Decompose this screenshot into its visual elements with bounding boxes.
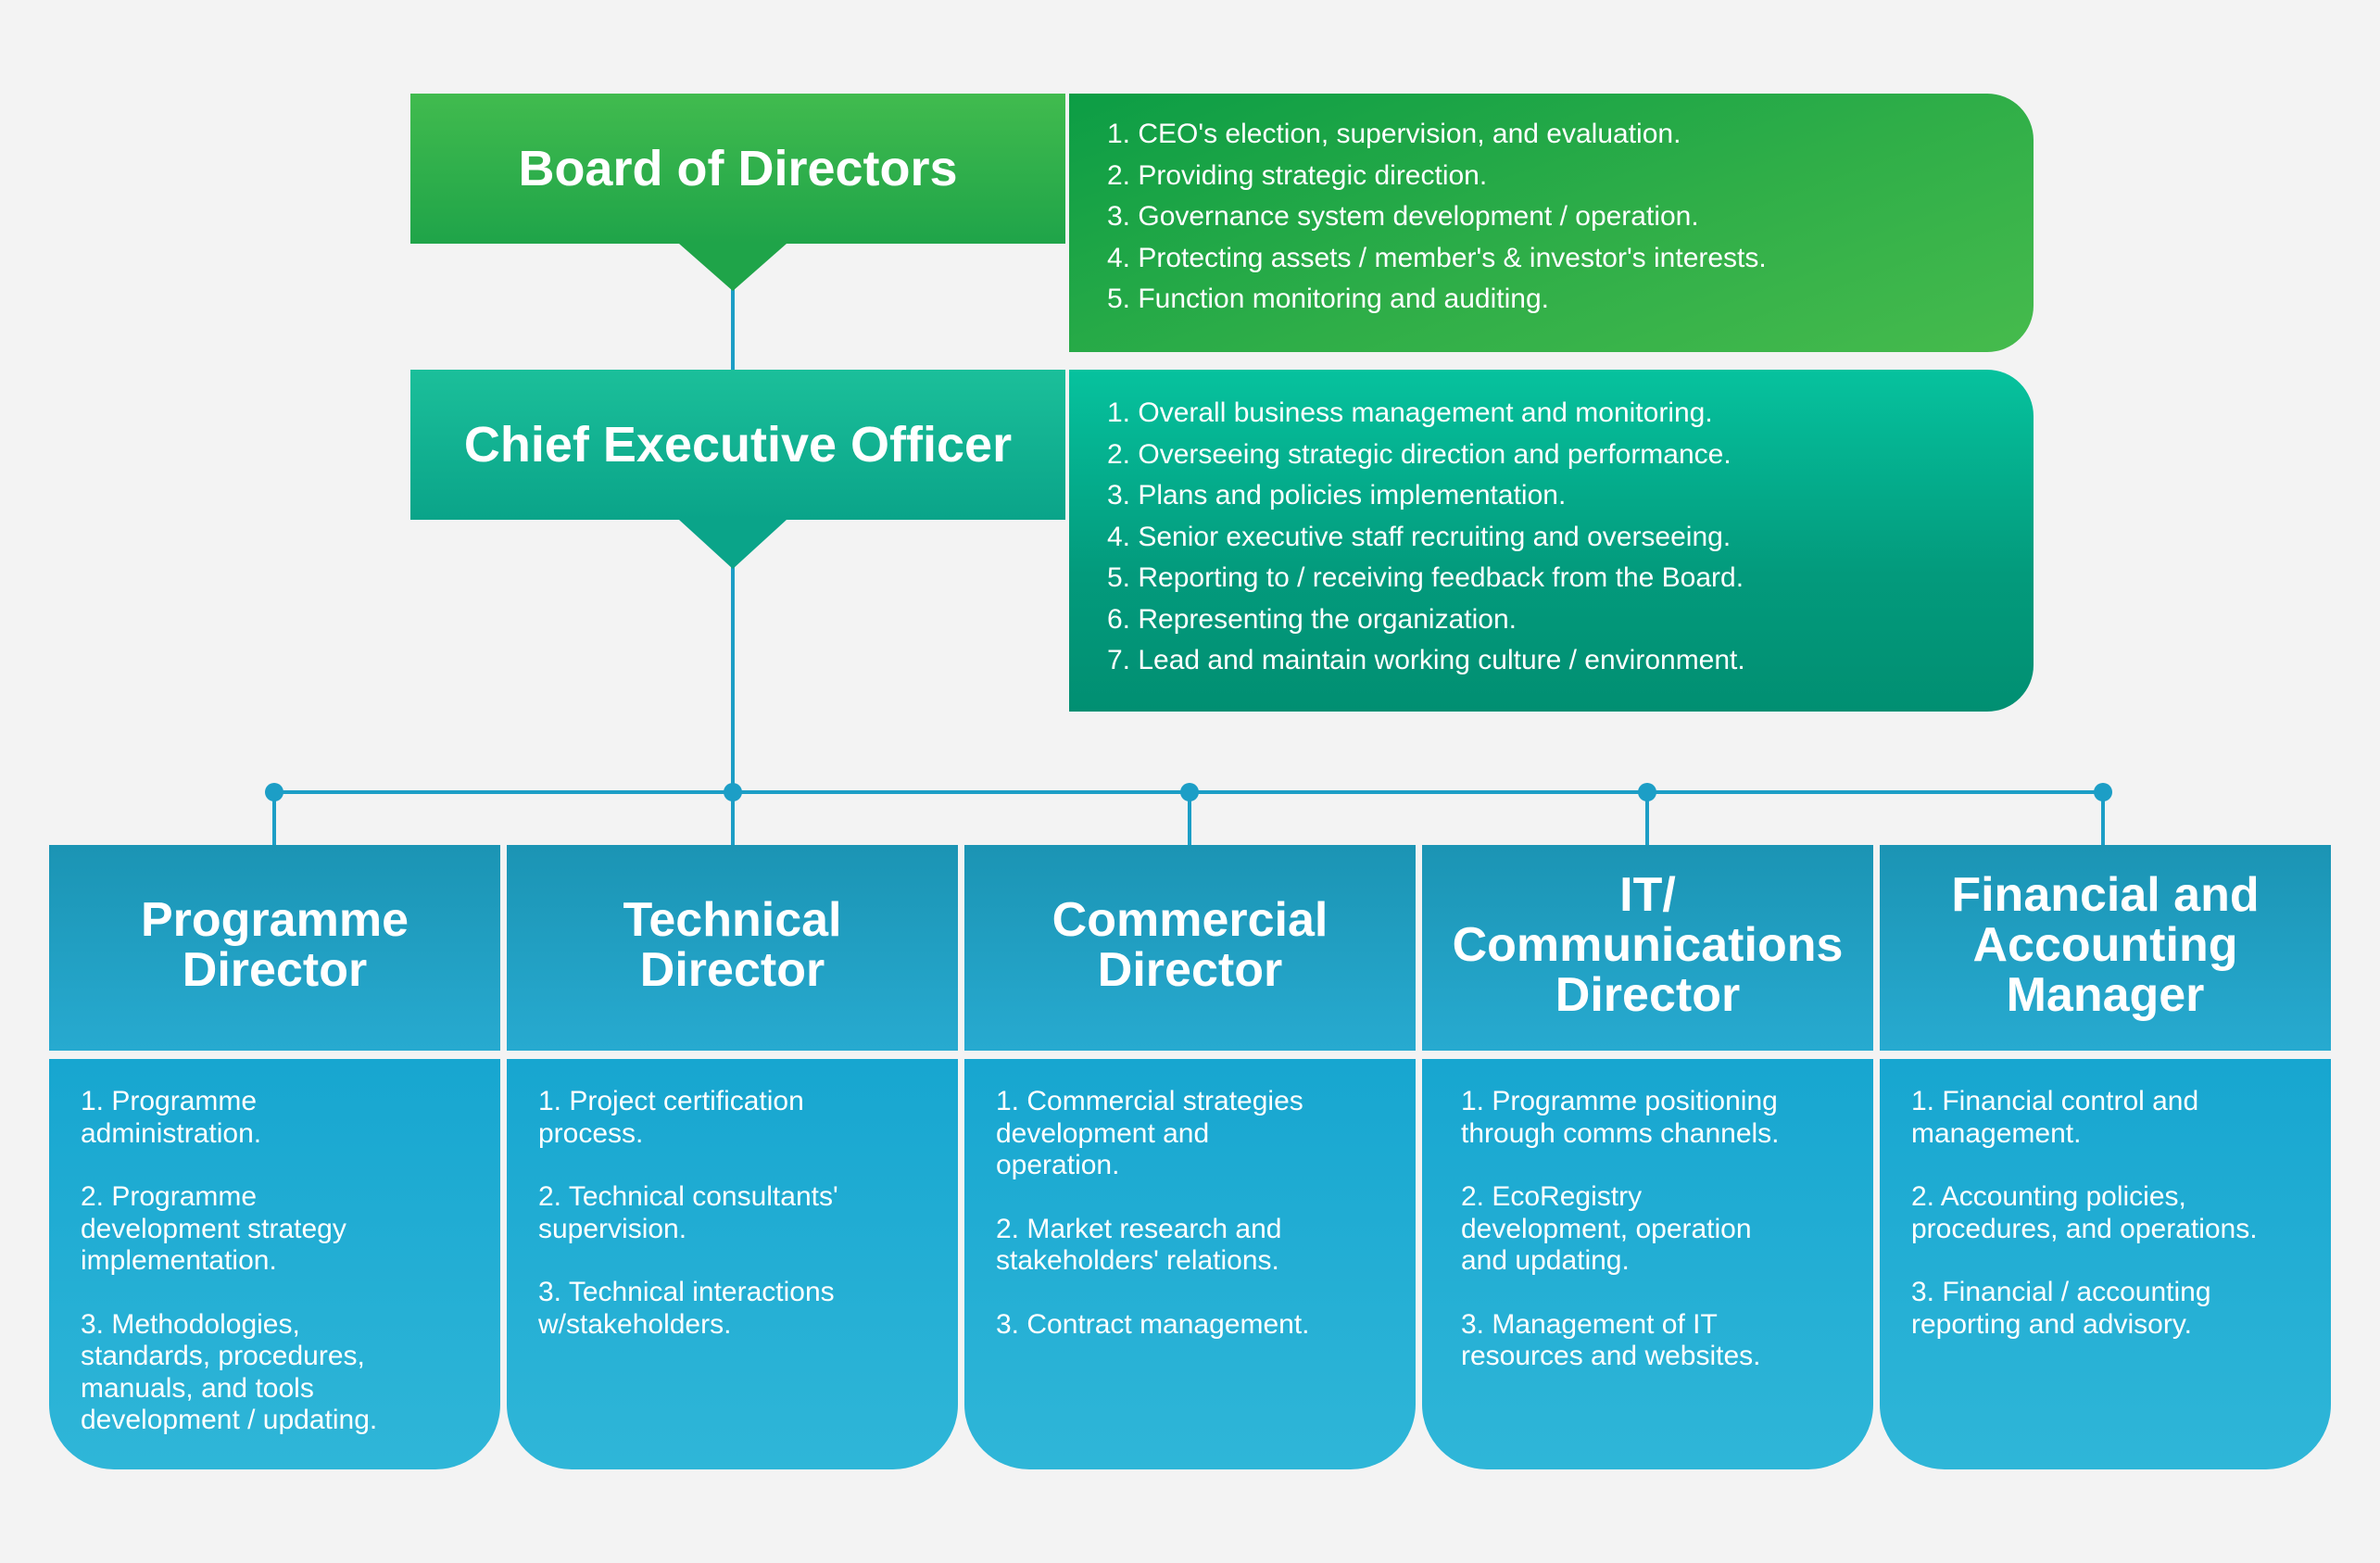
director-title-line: Director <box>1097 943 1283 997</box>
duty-item: 2. EcoRegistry development, operation an… <box>1461 1181 1855 1278</box>
board-duty: 1. CEO's election, supervision, and eval… <box>1107 119 1681 149</box>
duty-line: development / updating. <box>81 1405 378 1435</box>
director-title-line: Programme <box>141 893 409 947</box>
duty-item: 3. Management of IT resources and websit… <box>1461 1309 1855 1373</box>
duty-item: 2. Technical consultants' supervision. <box>538 1181 939 1245</box>
duty-item: 2. Programme development strategy implem… <box>81 1181 482 1278</box>
board-title: Board of Directors <box>518 141 958 196</box>
ceo-box: Chief Executive Officer <box>410 370 1065 520</box>
duty-line: procedures, and operations. <box>1911 1213 2258 1244</box>
board-of-directors-box: Board of Directors <box>410 94 1065 244</box>
technical-director-header: Technical Director <box>507 845 958 1051</box>
duty-item: 2. Accounting policies, procedures, and … <box>1911 1181 2322 1245</box>
duty-line: supervision. <box>538 1213 687 1244</box>
ceo-duty: 7. Lead and maintain working culture / e… <box>1107 645 1745 675</box>
financial-accounting-manager-header: Financial and Accounting Manager <box>1880 845 2331 1051</box>
director-title-line: IT/ <box>1619 868 1676 922</box>
commercial-director-header: Commercial Director <box>964 845 1416 1051</box>
duty-line: administration. <box>81 1117 262 1149</box>
financial-accounting-manager-duties: 1. Financial control and management. 2. … <box>1880 1059 2331 1469</box>
duty-line: stakeholders' relations. <box>996 1245 1279 1276</box>
duty-line: 3. Management of IT <box>1461 1308 1718 1340</box>
junction-dot <box>724 783 742 801</box>
ceo-duty: 1. Overall business management and monit… <box>1107 397 1713 428</box>
board-duty: 2. Providing strategic direction. <box>1107 159 1488 191</box>
duty-line: 1. Programme <box>81 1086 258 1116</box>
ceo-duty: 5. Reporting to / receiving feedback fro… <box>1107 562 1744 593</box>
duty-line: 2. Programme <box>81 1181 258 1212</box>
duty-line: 3. Methodologies, <box>81 1308 300 1340</box>
ceo-duty: 3. Plans and policies implementation. <box>1107 480 1567 510</box>
duty-item: 2. Market research and stakeholders' rel… <box>996 1214 1397 1278</box>
director-title-line: Accounting <box>1972 918 2238 972</box>
duty-line: through comms channels. <box>1461 1117 1780 1149</box>
duty-line: 2. Technical consultants' <box>538 1181 838 1212</box>
duty-line: 2. Accounting policies, <box>1911 1181 2186 1212</box>
ceo-duty: 4. Senior executive staff recruiting and… <box>1107 521 1731 552</box>
duty-line: 1. Programme positioning <box>1461 1086 1778 1116</box>
duty-line: 3. Contract management. <box>996 1308 1310 1340</box>
director-title-line: Financial and <box>1951 868 2260 922</box>
duty-line: development and <box>996 1117 1210 1149</box>
duty-line: 2. Market research and <box>996 1213 1282 1244</box>
programme-director-header: Programme Director <box>49 845 500 1051</box>
junction-dot <box>265 783 283 801</box>
duty-line: 2. EcoRegistry <box>1461 1181 1643 1212</box>
director-title-line: Director <box>639 943 825 997</box>
ceo-duty: 6. Representing the organization. <box>1107 603 1517 635</box>
director-title-line: Director <box>182 943 368 997</box>
duty-line: 1. Commercial strategies <box>996 1086 1303 1116</box>
director-title-line: Director <box>1555 968 1741 1022</box>
duty-line: operation. <box>996 1150 1120 1180</box>
board-duty: 5. Function monitoring and auditing. <box>1107 284 1549 314</box>
junction-dot <box>1180 783 1199 801</box>
duty-item: 1. Project certification process. <box>538 1086 939 1150</box>
duty-line: development strategy <box>81 1213 346 1244</box>
duty-line: management. <box>1911 1117 2082 1149</box>
director-title-line: Communications <box>1452 918 1844 972</box>
duty-item: 3. Technical interactions w/stakeholders… <box>538 1277 939 1341</box>
ceo-duty: 2. Overseeing strategic direction and pe… <box>1107 438 1731 470</box>
director-title-line: Commercial <box>1051 893 1329 947</box>
board-duty: 3. Governance system development / opera… <box>1107 201 1699 232</box>
ceo-pointer <box>679 520 787 569</box>
duty-line: implementation. <box>81 1245 277 1276</box>
director-title-line: Manager <box>2006 968 2205 1022</box>
board-duty: 4. Protecting assets / member's & invest… <box>1107 242 1767 273</box>
duty-line: 3. Technical interactions <box>538 1277 835 1307</box>
junction-dot <box>2094 783 2112 801</box>
duty-line: 1. Financial control and <box>1911 1086 2199 1116</box>
director-title-line: Technical <box>623 893 842 947</box>
duty-item: 1. Programme administration. <box>81 1086 482 1150</box>
it-communications-director-header: IT/ Communications Director <box>1422 845 1873 1051</box>
duty-line: and updating. <box>1461 1245 1630 1276</box>
duty-item: 3. Methodologies, standards, procedures,… <box>81 1309 482 1437</box>
duty-line: resources and websites. <box>1461 1341 1761 1371</box>
board-pointer <box>679 244 787 291</box>
duty-item: 3. Financial / accounting reporting and … <box>1911 1277 2322 1341</box>
duty-item: 1. Commercial strategies development and… <box>996 1086 1397 1182</box>
duty-item: 3. Contract management. <box>996 1309 1397 1342</box>
ceo-duties-panel: 1. Overall business management and monit… <box>1069 370 2034 712</box>
duty-line: manuals, and tools <box>81 1372 314 1404</box>
duty-item: 1. Programme positioning through comms c… <box>1461 1086 1855 1150</box>
board-duties-panel: 1. CEO's election, supervision, and eval… <box>1069 94 2034 352</box>
duty-line: reporting and advisory. <box>1911 1308 2192 1340</box>
ceo-title: Chief Executive Officer <box>463 417 1013 473</box>
programme-director-duties: 1. Programme administration. 2. Programm… <box>49 1059 500 1469</box>
duty-line: development, operation <box>1461 1213 1752 1244</box>
duty-line: w/stakeholders. <box>538 1308 732 1340</box>
duty-line: 1. Project certification <box>538 1086 804 1116</box>
it-communications-director-duties: 1. Programme positioning through comms c… <box>1422 1059 1873 1469</box>
duty-line: 3. Financial / accounting <box>1911 1277 2211 1307</box>
duty-item: 1. Financial control and management. <box>1911 1086 2322 1150</box>
duty-line: standards, procedures, <box>81 1341 365 1371</box>
commercial-director-duties: 1. Commercial strategies development and… <box>964 1059 1416 1469</box>
junction-dot <box>1638 783 1656 801</box>
technical-director-duties: 1. Project certification process. 2. Tec… <box>507 1059 958 1469</box>
duty-line: process. <box>538 1117 644 1149</box>
